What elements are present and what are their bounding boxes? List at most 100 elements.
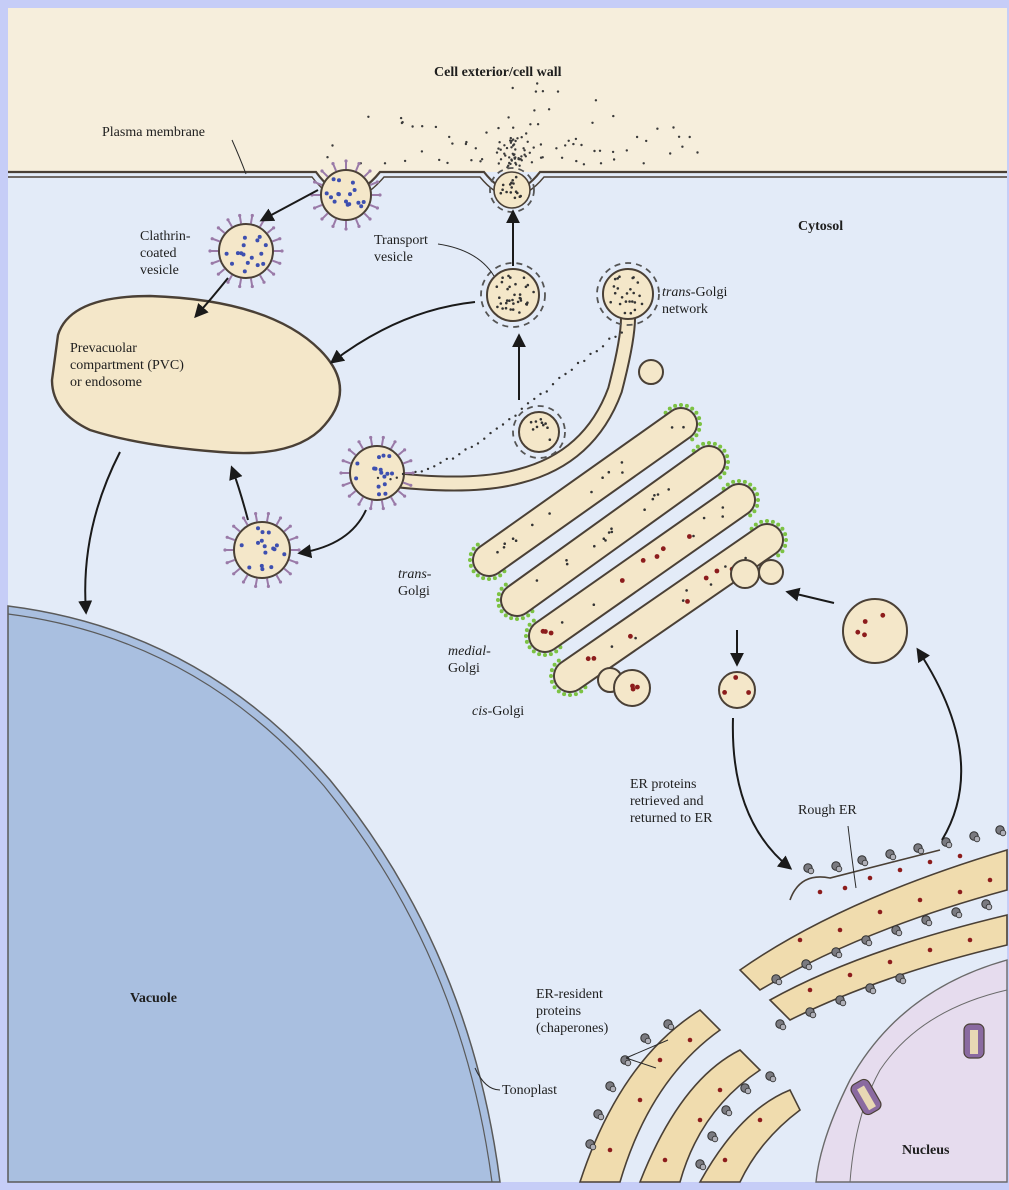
cargo-particle xyxy=(510,182,513,185)
cisterna-cargo xyxy=(548,512,551,515)
cisterna-cargo xyxy=(541,629,546,634)
coat-particle xyxy=(731,480,735,484)
cargo-particle xyxy=(496,427,498,429)
clathrin-cargo xyxy=(269,565,273,569)
er-cargo-particle xyxy=(818,890,823,895)
coat-particle xyxy=(743,480,747,484)
cisterna-cargo xyxy=(590,491,593,494)
coat-particle xyxy=(725,454,729,458)
clathrin-coat xyxy=(278,237,281,240)
coat-particle xyxy=(504,613,508,617)
secreted-particle xyxy=(520,155,522,157)
secreted-particle xyxy=(485,131,487,133)
secreted-particle xyxy=(536,82,538,84)
secreted-particle xyxy=(645,140,647,142)
coat-particle xyxy=(726,460,730,464)
clathrin-cargo xyxy=(332,177,336,181)
clathrin-cargo xyxy=(263,544,267,548)
label-pvc: Prevacuolar compartment (PVC) or endosom… xyxy=(70,340,184,391)
clathrin-coat xyxy=(217,226,220,229)
label-medial-golgi-rest: Golgi xyxy=(448,661,480,676)
coat-particle xyxy=(521,616,525,620)
secreted-particle xyxy=(512,153,514,155)
tgn-side-bud xyxy=(639,360,663,384)
cargo-particle xyxy=(498,296,501,299)
coat-particle xyxy=(783,532,787,536)
secreted-particle xyxy=(575,160,577,162)
label-trans-golgi-rest: Golgi xyxy=(398,584,430,599)
ribosome-subunit xyxy=(808,868,814,874)
ribosome-subunit xyxy=(810,1012,816,1018)
coat-particle xyxy=(783,544,787,548)
coat-particle xyxy=(497,604,501,608)
label-medial-golgi-italic: medial- xyxy=(448,644,491,659)
cargo-particle xyxy=(527,284,530,287)
secreted-particle xyxy=(513,157,515,159)
coat-particle xyxy=(784,538,788,542)
clathrin-coat xyxy=(238,285,241,288)
cargo-particle xyxy=(546,426,549,429)
coat-particle xyxy=(756,498,760,502)
cisterna-cargo xyxy=(704,576,709,581)
cisterna-cargo xyxy=(503,546,506,549)
cargo-particle xyxy=(515,190,518,193)
clathrin-coat xyxy=(403,448,406,451)
coat-particle xyxy=(537,652,541,656)
clathrin-coat xyxy=(313,206,316,209)
clathrin-coat xyxy=(376,206,379,209)
cargo-particle xyxy=(855,630,860,635)
secreted-particle xyxy=(681,146,683,148)
label-rough-er: Rough ER xyxy=(798,802,857,819)
clathrin-cargo xyxy=(260,567,264,571)
coat-particle xyxy=(776,553,780,557)
clathrin-coat xyxy=(208,249,211,252)
coat-particle xyxy=(679,403,683,407)
coat-particle xyxy=(718,445,722,449)
cargo-particle xyxy=(496,306,499,309)
coat-particle xyxy=(752,509,756,513)
cargo-particle xyxy=(509,276,512,279)
secreted-particle xyxy=(540,143,542,145)
cargo-particle xyxy=(629,288,632,291)
cargo-particle xyxy=(571,369,573,371)
secreted-particle xyxy=(575,138,577,140)
clathrin-coat xyxy=(320,169,323,172)
secreted-particle xyxy=(612,151,614,153)
secreted-particle xyxy=(593,150,595,152)
coat-particle xyxy=(554,649,558,653)
coat-particle xyxy=(557,689,561,693)
ribosome-subunit xyxy=(700,1164,706,1170)
cargo-particle xyxy=(501,281,504,284)
ribosome-subunit xyxy=(956,912,962,918)
secreted-particle xyxy=(384,162,386,164)
clathrin-coat xyxy=(226,218,229,221)
clathrin-coat xyxy=(289,572,292,575)
secreted-particle xyxy=(557,90,559,92)
clathrin-cargo xyxy=(353,188,357,192)
clathrin-cargo xyxy=(243,236,247,240)
cisterna-cargo xyxy=(608,471,611,474)
cargo-particle xyxy=(637,281,640,284)
label-clathrin-vesicle: Clathrin- coated vesicle xyxy=(140,228,191,279)
cisterna-cargo xyxy=(496,551,499,554)
clathrin-cargo xyxy=(383,492,387,496)
cargo-particle xyxy=(614,336,616,338)
coat-particle xyxy=(694,433,698,437)
ribosome-subunit xyxy=(900,978,906,984)
secreted-particle xyxy=(535,90,537,92)
clathrin-cargo xyxy=(390,472,394,476)
clathrin-cargo xyxy=(246,261,250,265)
secreted-particle xyxy=(400,117,402,119)
cargo-particle xyxy=(614,278,617,281)
coat-particle xyxy=(525,640,529,644)
clathrin-coat xyxy=(251,285,254,288)
secreted-particle xyxy=(470,159,472,161)
cargo-particle xyxy=(519,293,522,296)
cargo-particle xyxy=(527,402,529,404)
coat-particle xyxy=(579,689,583,693)
ribosome-subunit xyxy=(870,988,876,994)
clathrin-cargo xyxy=(347,202,351,206)
clathrin-coat xyxy=(267,515,268,522)
cisterna-cargo xyxy=(655,554,660,559)
clathrin-cargo xyxy=(337,192,341,196)
